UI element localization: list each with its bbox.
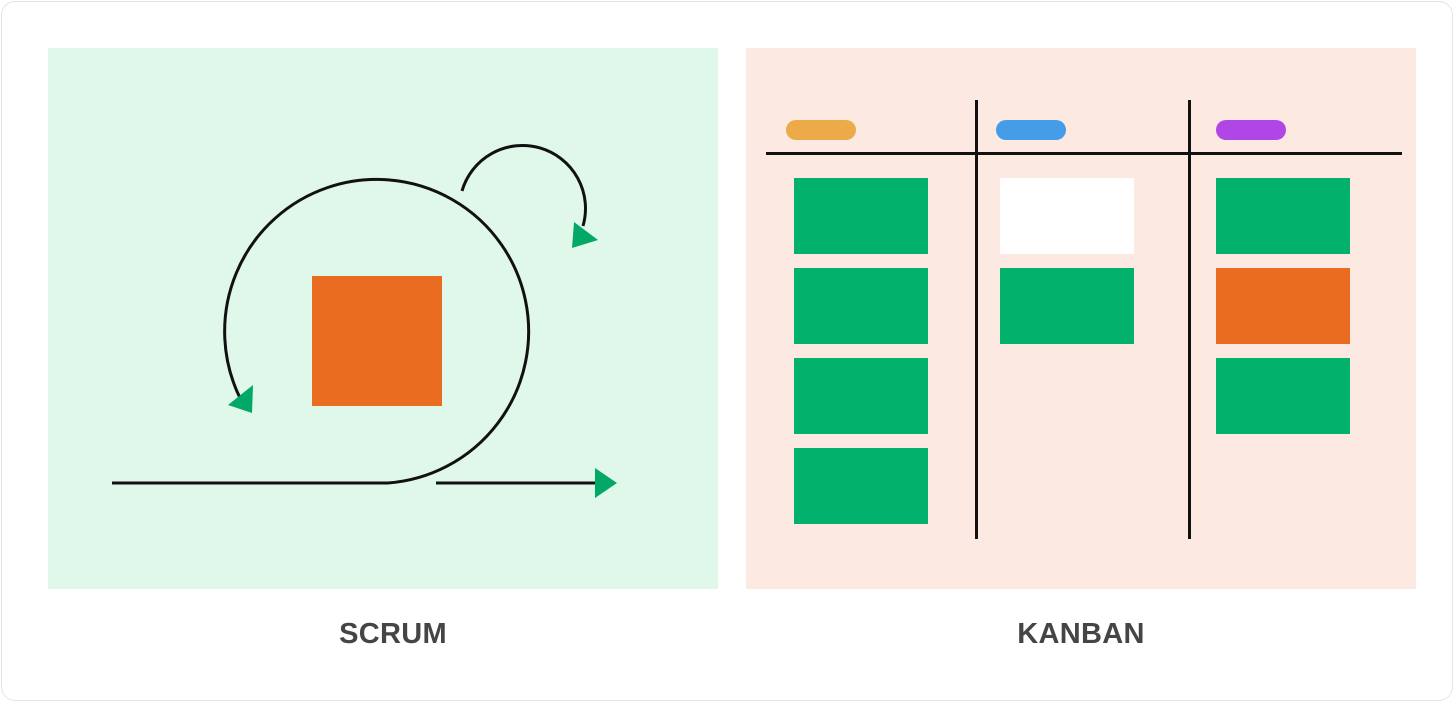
kanban-card [1216, 178, 1350, 254]
sprint-loop [223, 177, 531, 485]
timeline-arrowhead [595, 468, 617, 498]
scrum-panel [48, 48, 718, 589]
kanban-card [1216, 358, 1350, 434]
kanban-card [1000, 178, 1134, 254]
scrum-diagram [112, 144, 617, 498]
kanban-label: KANBAN [1017, 618, 1145, 650]
column-divider-2 [1188, 100, 1191, 539]
board-header-divider [766, 152, 1402, 155]
daily-loop [460, 144, 587, 227]
column-divider-1 [975, 100, 978, 539]
kanban-card [794, 178, 928, 254]
kanban-card [1216, 268, 1350, 344]
column-2-header-pill [996, 120, 1066, 140]
scrum-label: SCRUM [339, 618, 447, 650]
column-3-header-pill [1216, 120, 1286, 140]
kanban-card [794, 268, 928, 344]
kanban-panel [746, 48, 1416, 589]
kanban-card [1000, 268, 1134, 344]
kanban-card [794, 358, 928, 434]
daily-loop-arrowhead [572, 222, 598, 248]
increment-square [312, 276, 442, 406]
kanban-card [794, 448, 928, 524]
sprint-loop-arrowhead [228, 385, 253, 413]
column-1-header-pill [786, 120, 856, 140]
